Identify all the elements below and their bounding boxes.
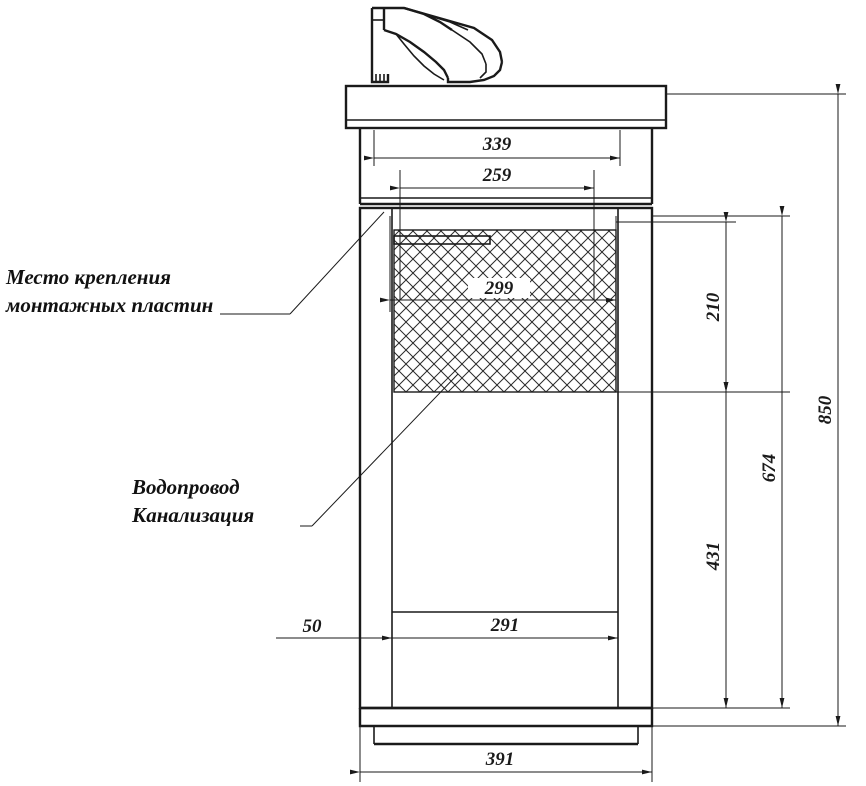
faucet-group [370,6,504,84]
annotation-plumbing-line1: Водопровод [131,475,240,499]
dimension-850-label: 850 [815,395,836,424]
dimension-50-label: 50 [303,616,323,637]
dimension-339-label: 339 [482,134,512,155]
dimension-391-label: 391 [485,749,515,770]
sink-countertop-group [344,84,668,206]
dimension-210: 210 [616,212,736,393]
dimension-674: 674 [652,206,790,708]
dimension-291: 291 [382,600,619,650]
annotation-mounting-plates-line2: монтажных пластин [5,293,213,317]
dimension-299-label: 299 [484,278,514,299]
dimension-431-label: 431 [703,542,724,572]
dimension-259-label: 259 [482,165,512,186]
plumbing-zone-hatch [393,229,617,393]
leader-mounting-plates: Место крепления монтажных пластин [5,211,385,317]
dimension-339: 339 [364,130,621,166]
leader-plumbing: Водопровод Канализация [131,373,459,527]
dimension-210-label: 210 [703,292,724,322]
annotation-mounting-plates-line1: Место крепления [5,265,171,289]
dimension-674-label: 674 [759,454,780,483]
dimension-391: 391 [350,726,653,782]
annotation-plumbing-line2: Канализация [131,503,254,527]
dimension-50: 50 [276,612,392,650]
dimension-259: 259 [390,165,595,300]
dimension-299: 299 [380,216,617,312]
dimension-431: 431 [652,382,790,709]
dimension-850: 850 [652,84,846,727]
cabinet-group [358,206,654,746]
dimension-291-label: 291 [490,615,520,636]
